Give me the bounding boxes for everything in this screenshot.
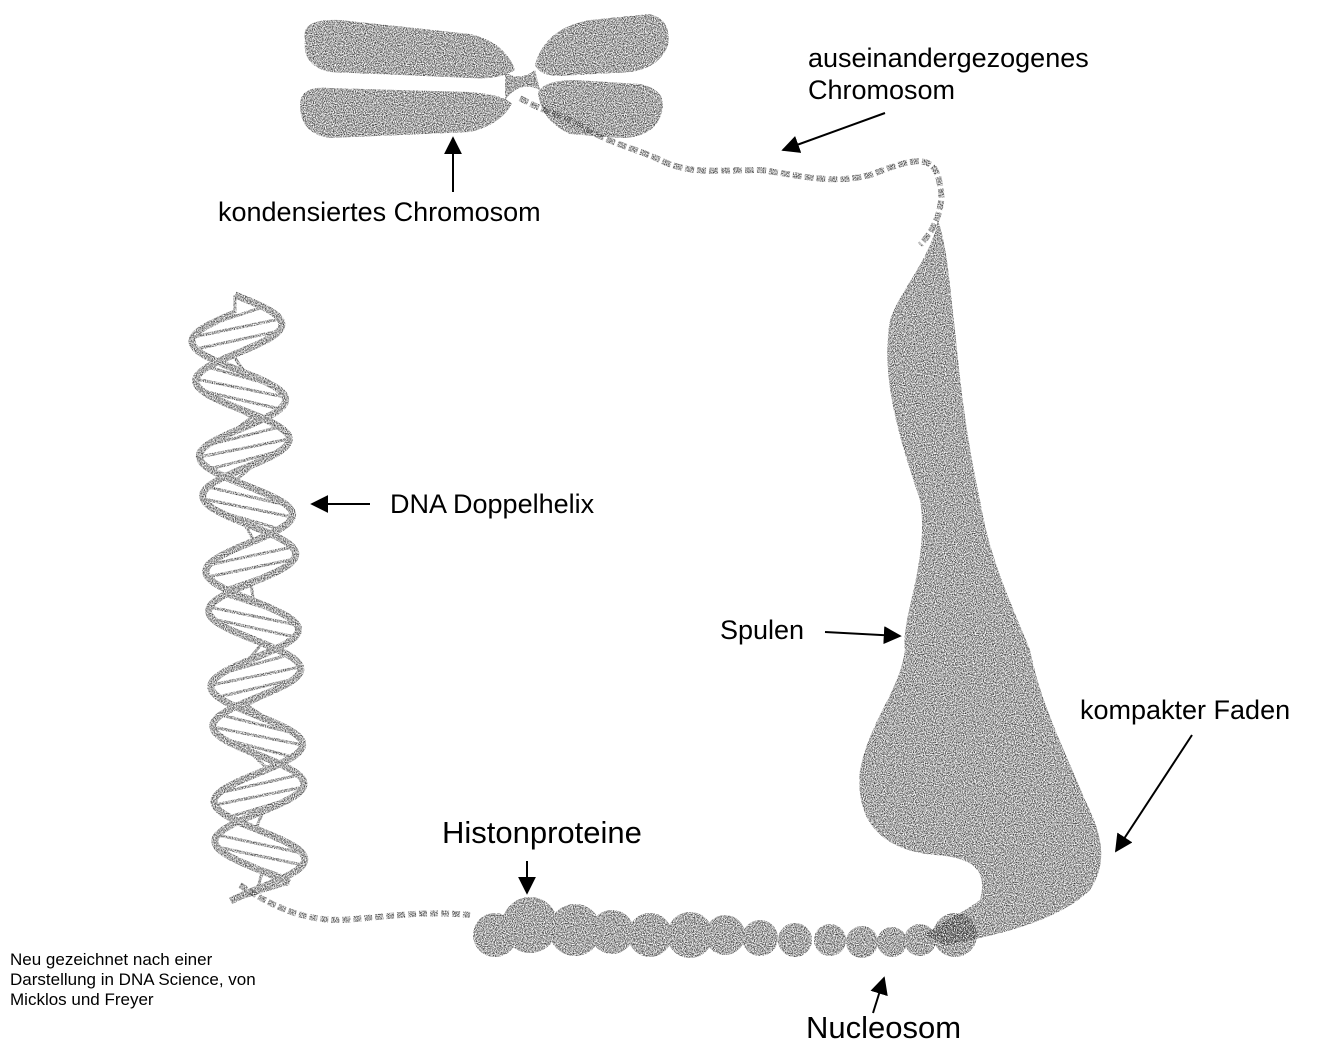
base-pair-rung: [233, 631, 276, 649]
arrow-compact-fiber: [1116, 735, 1192, 851]
base-pair-rung: [240, 763, 278, 781]
base-pair-rung: [226, 535, 273, 553]
compact-fiber-shape: [859, 220, 1101, 945]
label-extended-chromosome-line2: Chromosom: [808, 74, 1089, 106]
label-extended-chromosome-line1: auseinandergezogenes: [808, 42, 1089, 74]
label-condensed-chromosome: kondensiertes Chromosom: [218, 196, 541, 228]
credit-line2: Darstellung in DNA Science, von: [10, 970, 340, 990]
base-pair-rung: [235, 823, 284, 841]
arrow-extended-chromosome: [783, 113, 885, 150]
label-dna-double-helix: DNA Doppelhelix: [390, 488, 594, 520]
label-nucleosome: Nucleosom: [806, 1010, 961, 1046]
label-compact-fiber: kompakter Faden: [1080, 694, 1290, 726]
credit-line1: Neu gezeichnet nach einer: [10, 950, 340, 970]
label-histone-proteins: Histonproteine: [442, 815, 642, 851]
label-coils: Spulen: [720, 614, 804, 646]
dna-double-helix-shape: [192, 295, 305, 901]
label-extended-chromosome: auseinandergezogenes Chromosom: [808, 42, 1089, 106]
nucleosome-chain: [240, 885, 977, 958]
condensed-chromosome-shape: [300, 14, 669, 138]
arrow-coils: [825, 632, 900, 636]
base-pair-rung: [216, 343, 261, 361]
credit-note: Neu gezeichnet nach einer Darstellung in…: [10, 950, 340, 1010]
arrow-nucleosome: [873, 978, 884, 1013]
credit-line3: Micklos und Freyer: [10, 990, 340, 1010]
